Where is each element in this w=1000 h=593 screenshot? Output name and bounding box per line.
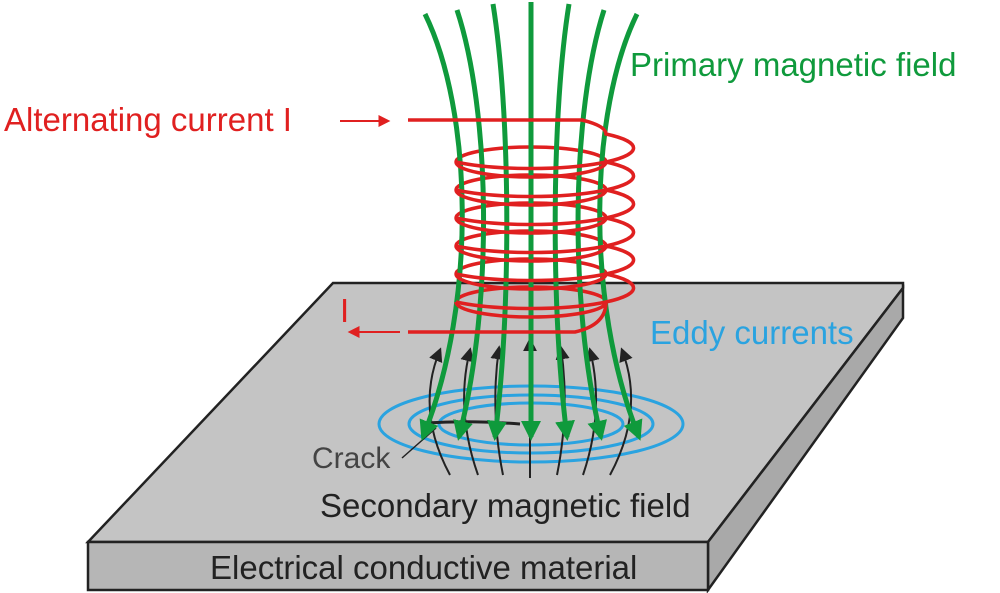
plate-front bbox=[86, 540, 710, 592]
label-primary-field: Primary magnetic field bbox=[630, 46, 956, 83]
label-secondary-field: Secondary magnetic field bbox=[320, 487, 691, 524]
label-return-current: I bbox=[340, 292, 349, 329]
label-material: Electrical conductive material bbox=[210, 549, 637, 586]
coil-front bbox=[408, 118, 636, 334]
primary-field-line bbox=[453, 9, 487, 441]
primary-field-line bbox=[575, 9, 607, 441]
label-alternating-current: Alternating current I bbox=[4, 101, 292, 138]
primary-field-line bbox=[419, 12, 465, 441]
label-eddy-currents: Eddy currents bbox=[650, 314, 854, 351]
primary-field-line bbox=[597, 12, 643, 441]
label-crack: Crack bbox=[312, 442, 391, 475]
primary-field-lines bbox=[419, 2, 643, 441]
primary-field-line bbox=[552, 3, 575, 441]
primary-field-line bbox=[487, 3, 510, 441]
